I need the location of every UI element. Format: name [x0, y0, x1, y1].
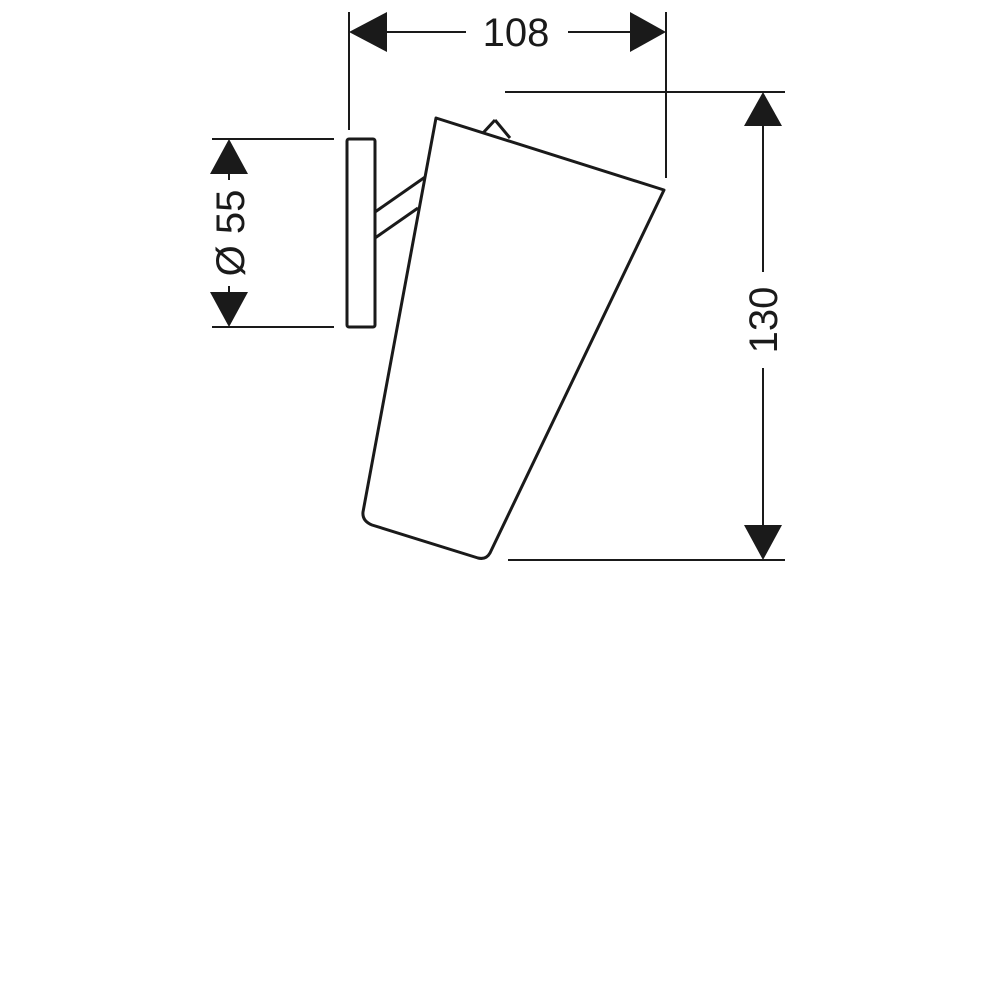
wall-plate	[345, 137, 377, 329]
diameter-dimension: Ø 55	[209, 138, 334, 328]
height-label: 130	[742, 287, 786, 354]
diameter-arrow-top	[210, 139, 248, 174]
diameter-label: Ø 55	[209, 190, 253, 277]
tumbler-body	[361, 116, 666, 560]
height-arrow-top	[744, 92, 782, 126]
width-arrow-left	[349, 12, 387, 52]
width-dimension: 108	[348, 11, 667, 178]
width-label: 108	[483, 11, 550, 55]
height-arrow-bottom	[744, 525, 782, 560]
height-dimension: 130	[505, 91, 786, 561]
diameter-arrow-bottom	[210, 292, 248, 327]
support-arm	[374, 118, 512, 240]
width-arrow-right	[630, 12, 666, 52]
